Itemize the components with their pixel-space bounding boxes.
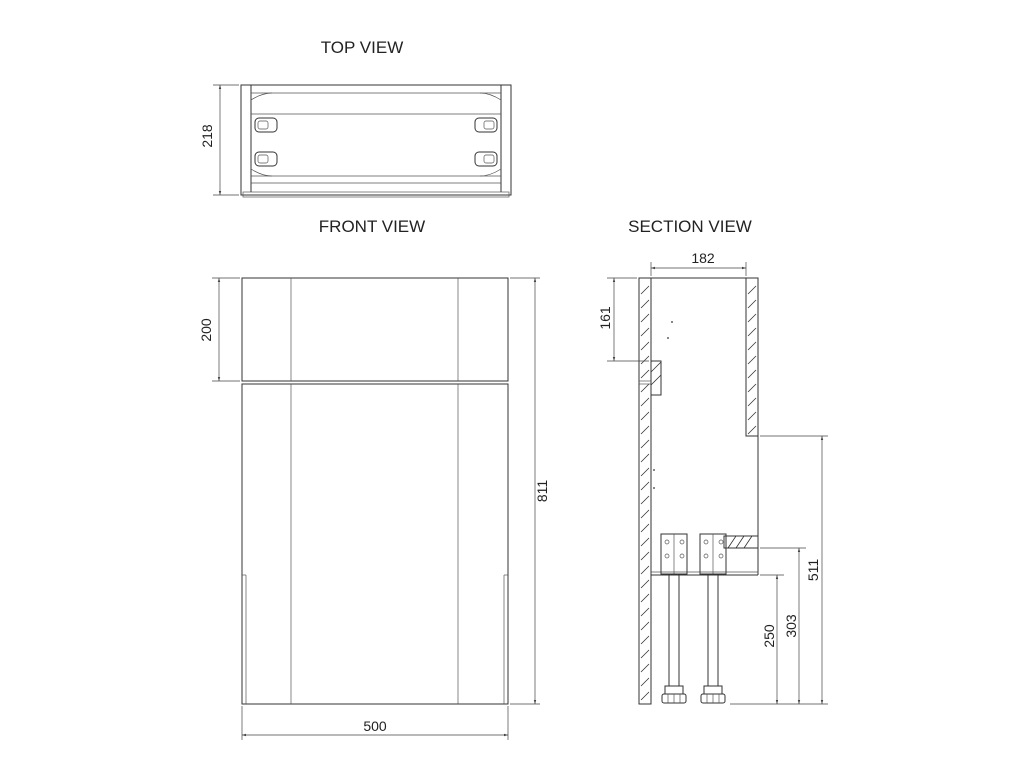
- hatch-line: [640, 313, 650, 323]
- front-drawer: [241, 277, 509, 382]
- hatch-line: [640, 565, 650, 575]
- hatch-line: [640, 481, 650, 491]
- hatch-line: [640, 327, 650, 337]
- front-view: FRONT VIEW 200 811 500: [198, 217, 550, 740]
- hatch-line: [747, 355, 757, 365]
- hatch-line: [747, 285, 757, 295]
- hatch-line: [747, 313, 757, 323]
- section-mid-dimension: 303: [783, 614, 799, 638]
- front-view-title: FRONT VIEW: [319, 217, 425, 236]
- section-drawer-dimension: 161: [597, 306, 613, 330]
- hatch-line: [640, 523, 650, 533]
- hinge-plate-icon: [474, 117, 498, 133]
- hatch-line: [640, 383, 650, 393]
- hatch-line: [747, 369, 757, 379]
- hatch-line: [640, 355, 650, 365]
- leg-left: [660, 533, 688, 704]
- hatch-line: [640, 467, 650, 477]
- hatch-line: [640, 537, 650, 547]
- hatch-line: [747, 341, 757, 351]
- front-total-height-dimension: 811: [534, 480, 550, 503]
- hatch-line: [640, 663, 650, 673]
- front-width-dimension: 500: [363, 718, 387, 734]
- hatch-line: [640, 397, 650, 407]
- hatch-line: [747, 383, 757, 393]
- hatch-line: [640, 635, 650, 645]
- hatch-line: [640, 425, 650, 435]
- section-view: SECTION VIEW: [597, 217, 828, 705]
- hatch-line: [747, 299, 757, 309]
- hatch-line: [640, 285, 650, 295]
- top-view: TOP VIEW: [199, 38, 512, 198]
- hatch-line: [640, 411, 650, 421]
- hatch-line: [747, 425, 757, 435]
- hatch-line: [640, 691, 650, 701]
- front-door: [241, 383, 509, 705]
- hatch-line: [640, 607, 650, 617]
- top-view-title: TOP VIEW: [321, 38, 404, 57]
- section-view-title: SECTION VIEW: [628, 217, 752, 236]
- hatch-line: [640, 677, 650, 687]
- hatch-line: [640, 495, 650, 505]
- hatch-line: [640, 341, 650, 351]
- top-depth-dimension: 218: [199, 124, 215, 148]
- hatch-line: [640, 579, 650, 589]
- hatch-line: [640, 509, 650, 519]
- hatch-line: [640, 453, 650, 463]
- hatch-line: [640, 439, 650, 449]
- hatch-line: [640, 551, 650, 561]
- hatch-line: [640, 369, 650, 379]
- front-drawer-height-dimension: 200: [198, 318, 214, 342]
- leg-right: [699, 533, 727, 704]
- hatch-line: [640, 621, 650, 631]
- hinge-plate-icon: [474, 151, 498, 167]
- hatch-line: [640, 649, 650, 659]
- section-top-depth-dimension: 182: [691, 250, 715, 266]
- hinge-plate-icon: [254, 117, 278, 133]
- section-back-panel: [745, 277, 759, 437]
- hinge-plate-icon: [254, 151, 278, 167]
- hatch-line: [640, 299, 650, 309]
- section-leg-dimension: 250: [761, 624, 777, 648]
- top-view-outline: [240, 84, 512, 196]
- section-lower-dimension: 511: [805, 559, 821, 582]
- hatch-line: [747, 327, 757, 337]
- section-front-panel: [638, 277, 652, 705]
- hatch-line: [747, 411, 757, 421]
- hatch-line: [640, 593, 650, 603]
- hatch-line: [747, 397, 757, 407]
